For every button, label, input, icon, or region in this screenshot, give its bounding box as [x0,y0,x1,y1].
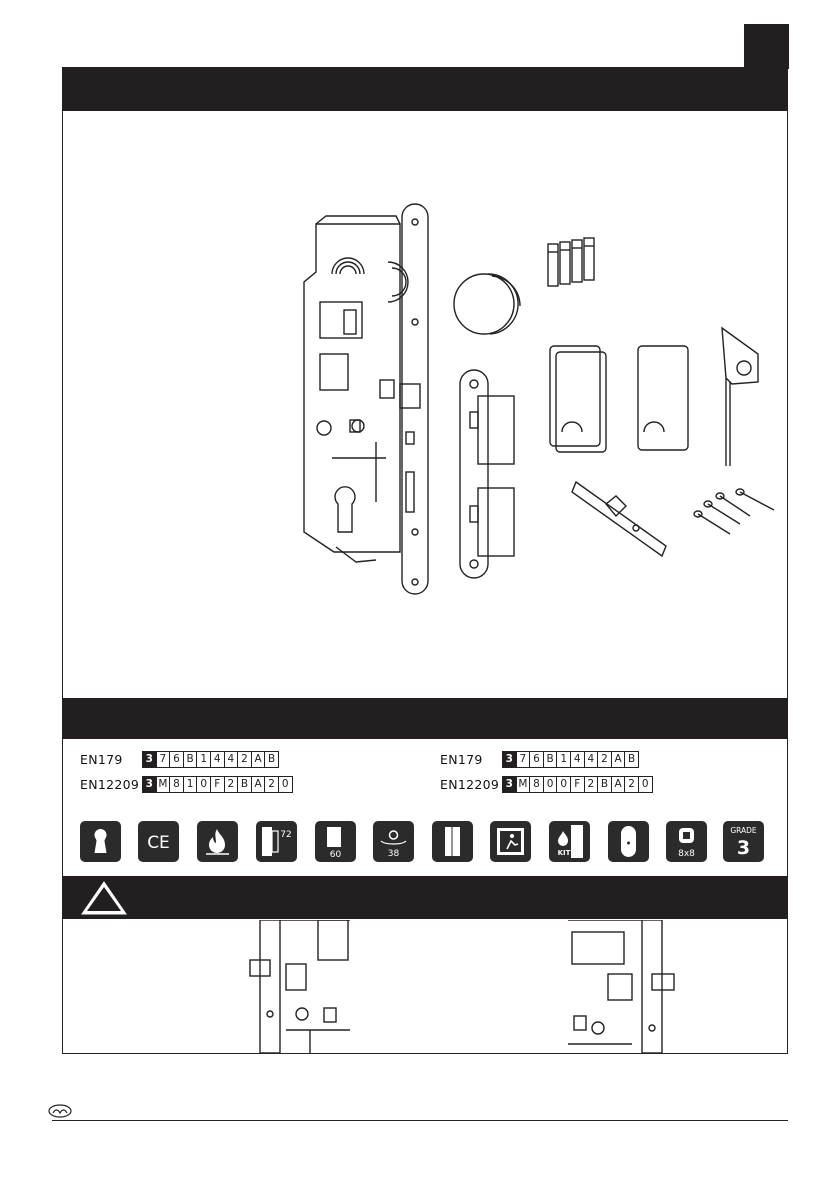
rounded-faceplate-icon [608,821,649,862]
certification-header-bar [62,698,788,739]
code-cell: M [156,777,170,792]
code-cell: B [543,752,557,767]
code-cell: 4 [584,752,598,767]
code-cell: 2 [264,777,278,792]
code-cell: B [183,752,197,767]
footer-divider [52,1120,788,1121]
lock-left-hand-illustration [246,920,350,1053]
en12209-code-left: EN12209 3 M 8 1 0 F 2 B A 2 0 [80,776,293,793]
code-cell: B [624,752,638,767]
code-cell: 1 [196,752,210,767]
access-cards-illustration [544,340,704,460]
backset-60-text: 60 [330,850,342,860]
strike-plate-illustration [456,366,520,582]
en179-code-right: EN179 3 7 6 B 1 4 4 2 A B [440,751,639,768]
brand-logo-icon [48,1104,72,1118]
distance-38-text: 38 [388,849,400,859]
code-cell: F [570,777,584,792]
feature-icons-row: CE 72 60 38 KIT 8x8 GRADE 3 [80,821,780,863]
en179-label: EN179 [440,752,502,767]
section-header-bar [62,67,788,111]
code-cell: 6 [529,752,543,767]
code-cell: 3 [503,777,516,792]
code-cell: 2 [237,752,251,767]
code-cell: B [597,777,611,792]
code-cell: B [264,752,278,767]
code-cell: 0 [556,777,570,792]
code-cell: 0 [543,777,557,792]
en179-label: EN179 [80,752,142,767]
hex-key-illustration [712,322,764,470]
code-cell: 4 [210,752,224,767]
en12209-label: EN12209 [440,777,502,792]
grade-label: GRADE [730,826,757,835]
code-cell: 4 [570,752,584,767]
en179-cells-right: 3 7 6 B 1 4 4 2 A B [502,751,639,768]
ce-mark-icon: CE [138,821,179,862]
code-cell: 7 [156,752,170,767]
code-cell: 8 [169,777,183,792]
en179-cells-left: 3 7 6 B 1 4 4 2 A B [142,751,279,768]
spindle-illustration [566,476,674,562]
reader-knob-illustration [452,266,522,338]
code-cell: 3 [503,752,516,767]
en12209-cells-left: 3 M 8 1 0 F 2 B A 2 0 [142,776,293,793]
code-cell: 6 [169,752,183,767]
code-cell: 2 [224,777,238,792]
batteries-illustration [544,234,608,290]
code-cell: 0 [638,777,652,792]
code-cell: A [611,777,625,792]
code-cell: A [251,777,265,792]
backset-72-text: 72 [280,830,291,840]
spindle-size-text: 8x8 [678,849,695,859]
code-cell: A [611,752,625,767]
distance-38-icon: 38 [373,821,414,862]
code-cell: 3 [143,777,156,792]
screws-illustration [690,484,782,542]
fire-rated-icon [197,821,238,862]
code-cell: 3 [143,752,156,767]
en179-code-left: EN179 3 7 6 B 1 4 4 2 A B [80,751,279,768]
warning-header-bar [62,876,788,919]
code-cell: B [237,777,251,792]
code-cell: 8 [529,777,543,792]
euro-cylinder-icon [80,821,121,862]
page-tab [744,24,789,69]
code-cell: 1 [556,752,570,767]
code-cell: 0 [196,777,210,792]
en12209-cells-right: 3 M 8 0 0 F 2 B A 2 0 [502,776,653,793]
grade-value: 3 [737,837,750,859]
fire-kit-icon: KIT [549,821,590,862]
en12209-code-right: EN12209 3 M 8 0 0 F 2 B A 2 0 [440,776,653,793]
door-thickness-icon [432,821,473,862]
warning-icon [80,880,128,916]
code-cell: 2 [584,777,598,792]
mortise-lock-illustration [296,202,436,596]
lock-right-hand-illustration [568,920,680,1053]
grade-3-icon: GRADE 3 [723,821,764,862]
backset-60-icon: 60 [315,821,356,862]
backset-72-icon: 72 [256,821,297,862]
code-cell: 1 [183,777,197,792]
en12209-label: EN12209 [80,777,142,792]
code-cell: 2 [624,777,638,792]
code-cell: F [210,777,224,792]
code-cell: 2 [597,752,611,767]
fire-kit-text: KIT [558,849,571,857]
code-cell: 7 [516,752,530,767]
ce-mark-text: CE [147,833,170,853]
code-cell: A [251,752,265,767]
code-cell: M [516,777,530,792]
code-cell: 0 [278,777,292,792]
square-spindle-8x8-icon: 8x8 [666,821,707,862]
code-cell: 4 [224,752,238,767]
emergency-exit-icon [490,821,531,862]
